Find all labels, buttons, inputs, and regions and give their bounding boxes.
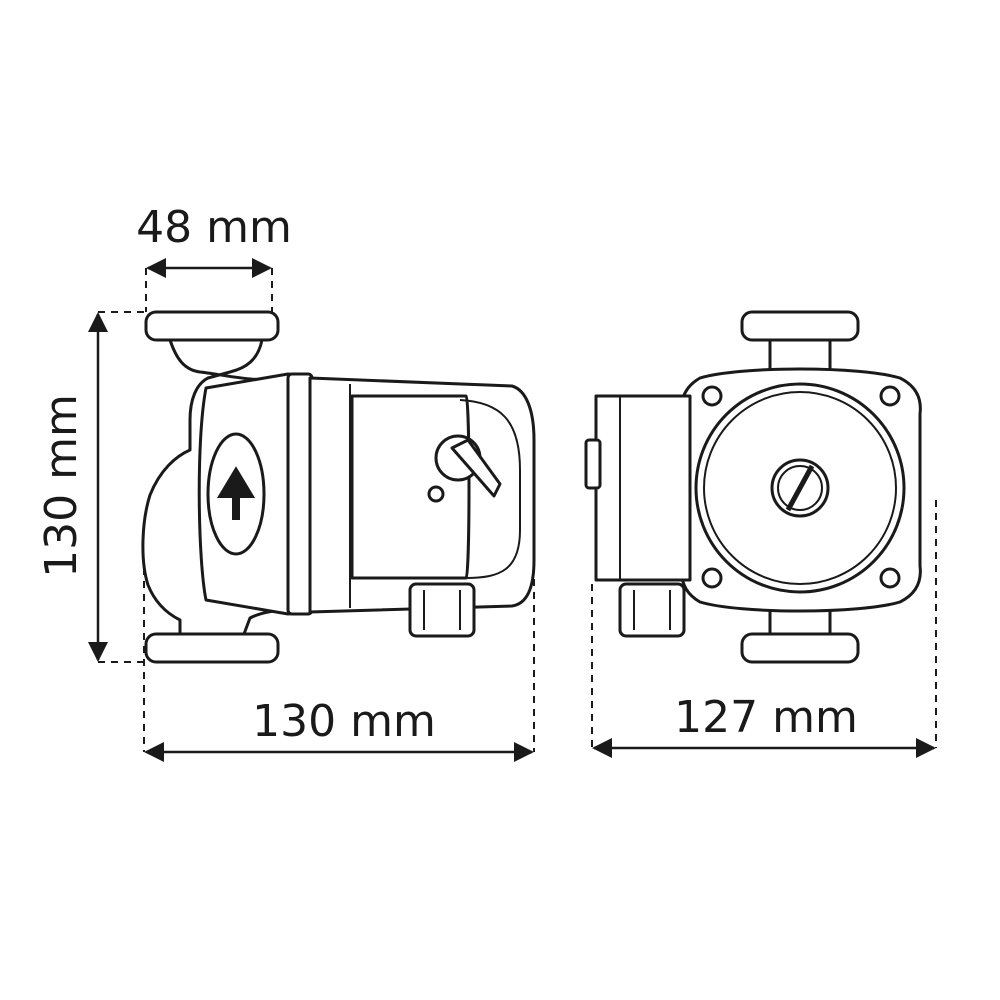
motor-collar (286, 372, 314, 616)
screw-icon (879, 567, 901, 589)
screw-icon (879, 385, 901, 407)
height-label: 130 mm (36, 394, 87, 578)
indicator-light (427, 485, 445, 503)
front-control-box (594, 394, 692, 582)
flow-arrow-icon (216, 466, 256, 520)
front-cable-gland (618, 582, 686, 638)
side-view (141, 310, 536, 664)
front-view (584, 310, 922, 664)
screw-icon (701, 567, 723, 589)
cable-gland (408, 582, 476, 638)
top-flange (144, 310, 280, 342)
control-box (350, 394, 471, 580)
front-top-flange (740, 310, 860, 342)
front-width-label: 127 mm (674, 692, 858, 743)
bottom-flange (144, 632, 280, 664)
front-bottom-flange (740, 632, 860, 664)
top-width-label: 48 mm (136, 202, 292, 253)
dimension-lines (88, 258, 937, 762)
screw-icon (701, 385, 723, 407)
side-length-label: 130 mm (252, 696, 436, 747)
speed-knob-lever (450, 438, 502, 498)
